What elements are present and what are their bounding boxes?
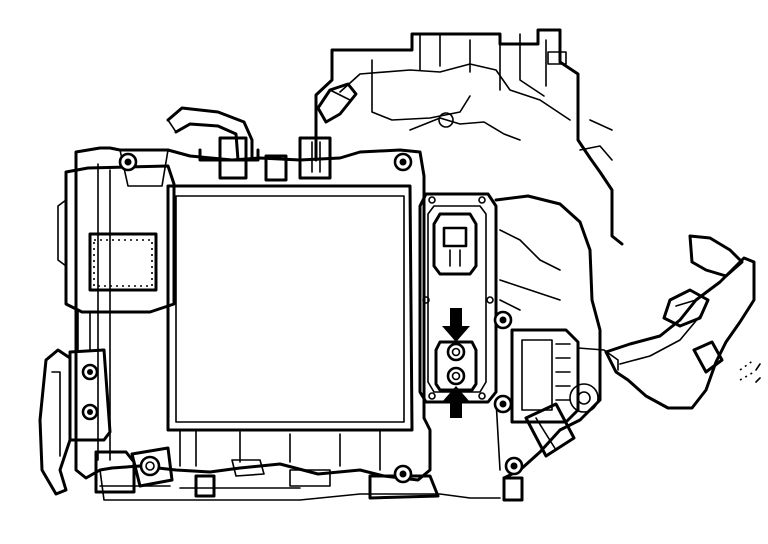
mounting-bolts: [81, 152, 524, 484]
left-bracket: [38, 348, 112, 496]
cover-frame: [74, 146, 501, 501]
upper-engine-block: [314, 28, 624, 246]
bolt-top-center: [393, 152, 413, 172]
upper-hoses: [166, 82, 358, 182]
lower-callout-arrow: [442, 386, 470, 418]
bolt-lower-left-fitting: [139, 455, 161, 477]
lower-bolt: [446, 366, 466, 386]
right-housing: [494, 194, 619, 502]
bolt-bottom-center: [393, 464, 413, 484]
bolt-top-left: [118, 152, 138, 172]
bolt-left-upper: [81, 363, 99, 381]
bolt-bottom-right: [504, 456, 524, 476]
bolt-left-lower: [81, 403, 99, 421]
upper-callout-arrow: [442, 308, 470, 342]
gasket-plate: [418, 192, 498, 404]
bolt-pair: [434, 340, 478, 392]
upper-bolt: [446, 342, 466, 362]
bolt-right-upper: [493, 310, 513, 330]
right-hose-assembly: [604, 234, 761, 410]
bolt-right-lower: [493, 394, 513, 414]
left-module: [57, 164, 176, 351]
